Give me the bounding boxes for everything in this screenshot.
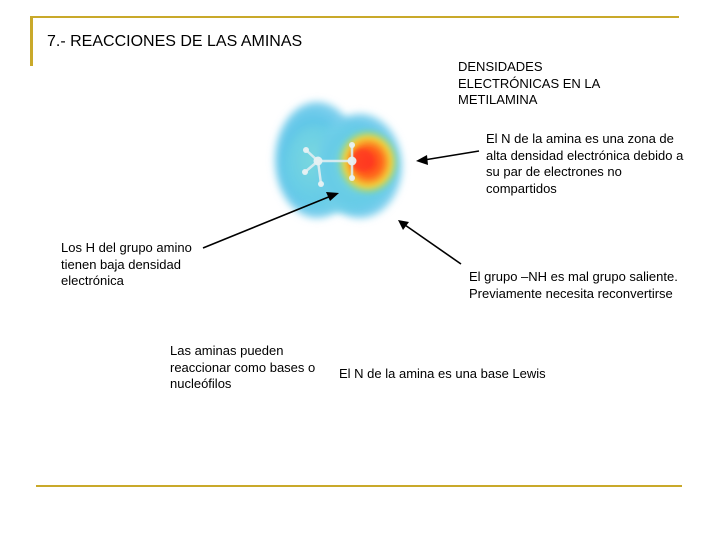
arrow-to-nitrogen xyxy=(416,150,480,165)
slide-title: 7.- REACCIONES DE LAS AMINAS xyxy=(47,33,303,50)
hydrogen-low-density-note: Los H del grupo amino tienen baja densid… xyxy=(61,240,192,288)
nitrogen-high-density-note: El N de la amina es una zona de alta den… xyxy=(486,131,684,196)
arrow-to-amino-hydrogens xyxy=(202,192,339,249)
frame-top-line xyxy=(30,16,679,18)
frame-left-line xyxy=(30,16,33,66)
methylamine-electron-density-map xyxy=(275,102,402,218)
density-heading-label: DENSIDADES ELECTRÓNICAS EN LA METILAMINA xyxy=(458,59,600,107)
nh-leaving-group-note: El grupo –NH es mal grupo saliente. Prev… xyxy=(469,269,678,301)
arrow-to-nh-group xyxy=(398,220,462,265)
frame-bottom-line xyxy=(36,485,682,487)
lewis-base-note: El N de la amina es una base Lewis xyxy=(339,366,546,381)
amines-react-note: Las aminas pueden reaccionar como bases … xyxy=(170,343,316,391)
